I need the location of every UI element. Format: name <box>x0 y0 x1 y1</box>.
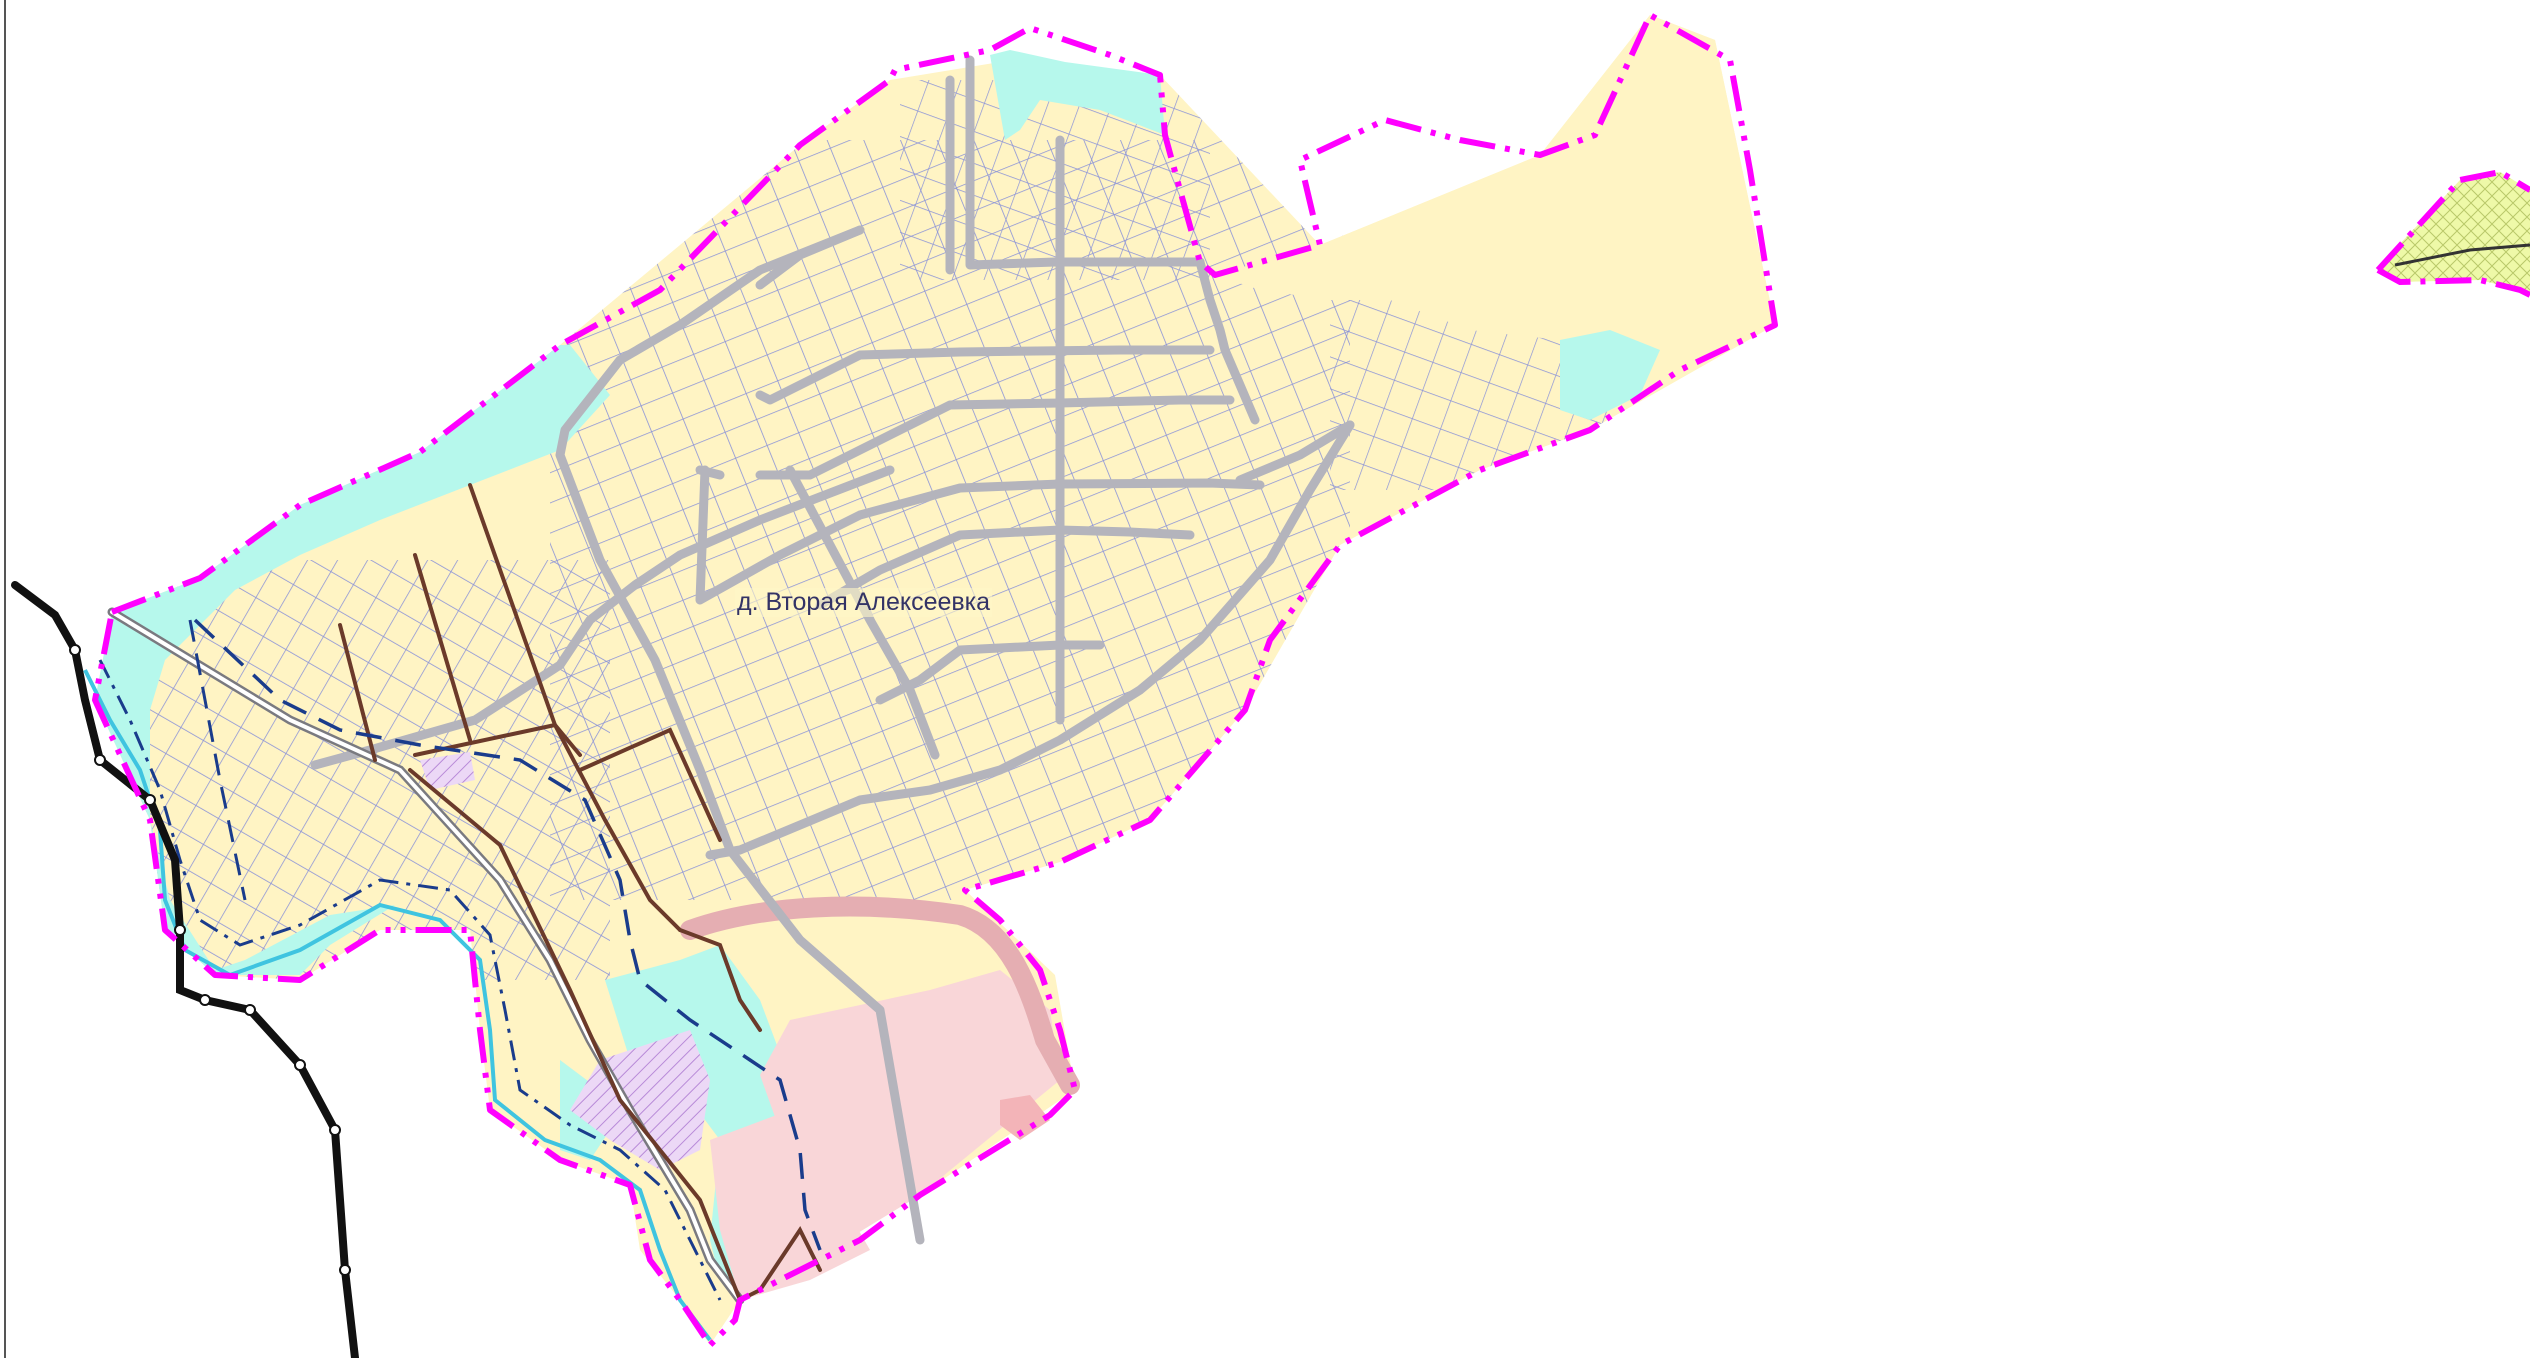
road-network <box>310 55 1355 1245</box>
agri-zone <box>2378 172 2530 295</box>
settlement-boundary <box>92 12 1778 1348</box>
railway-line-local <box>107 607 745 1305</box>
power-lines <box>338 483 822 1302</box>
outlier-boundary <box>2375 168 2530 298</box>
settlement-label: д. Вторая Алексеевка <box>735 588 993 617</box>
railway-main <box>11 581 359 1358</box>
highway-road <box>680 896 1080 1095</box>
map-frame-edge <box>4 0 6 1358</box>
outlier-road <box>2394 243 2530 267</box>
public-zones <box>710 970 1060 1300</box>
reserve-zone <box>1215 15 1775 395</box>
